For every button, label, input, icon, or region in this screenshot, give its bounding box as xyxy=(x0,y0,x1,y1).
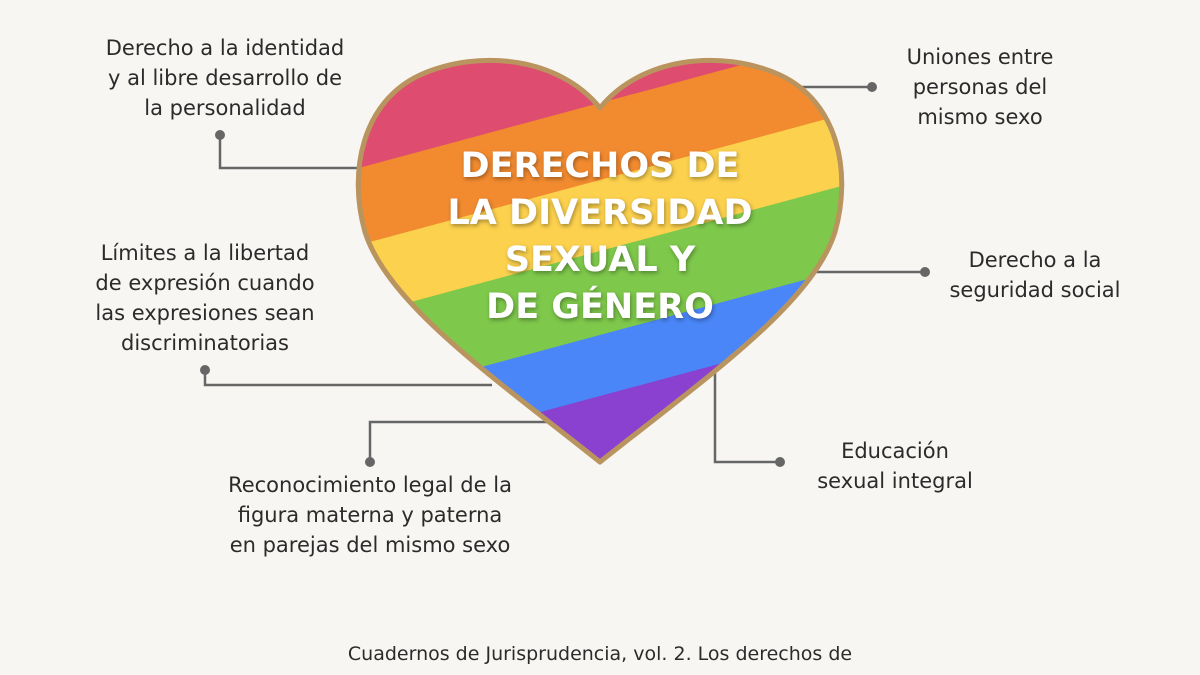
connector-reconocimiento xyxy=(368,420,550,462)
item-educacion: Educación sexual integral xyxy=(817,439,973,493)
item-seguridad-social: Derecho a la seguridad social xyxy=(949,248,1121,302)
diagram-title: DERECHOS DE LA DIVERSIDAD SEXUAL Y DE GÉ… xyxy=(447,146,753,327)
connector-educacion xyxy=(713,372,780,464)
item-libertad-expresion: Límites a la libertad de expresión cuand… xyxy=(95,241,315,355)
source-citation: Cuadernos de Jurisprudencia, vol. 2. Los… xyxy=(347,643,853,665)
item-identidad: Derecho a la identidad y al libre desarr… xyxy=(105,36,345,120)
heart-border xyxy=(355,57,845,465)
item-reconocimiento: Reconocimiento legal de la figura matern… xyxy=(228,473,512,557)
connector-dots xyxy=(200,82,930,467)
item-uniones: Uniones entre personas del mismo sexo xyxy=(906,45,1054,129)
connector-libertad xyxy=(203,370,492,387)
connector-identidad xyxy=(218,135,362,170)
